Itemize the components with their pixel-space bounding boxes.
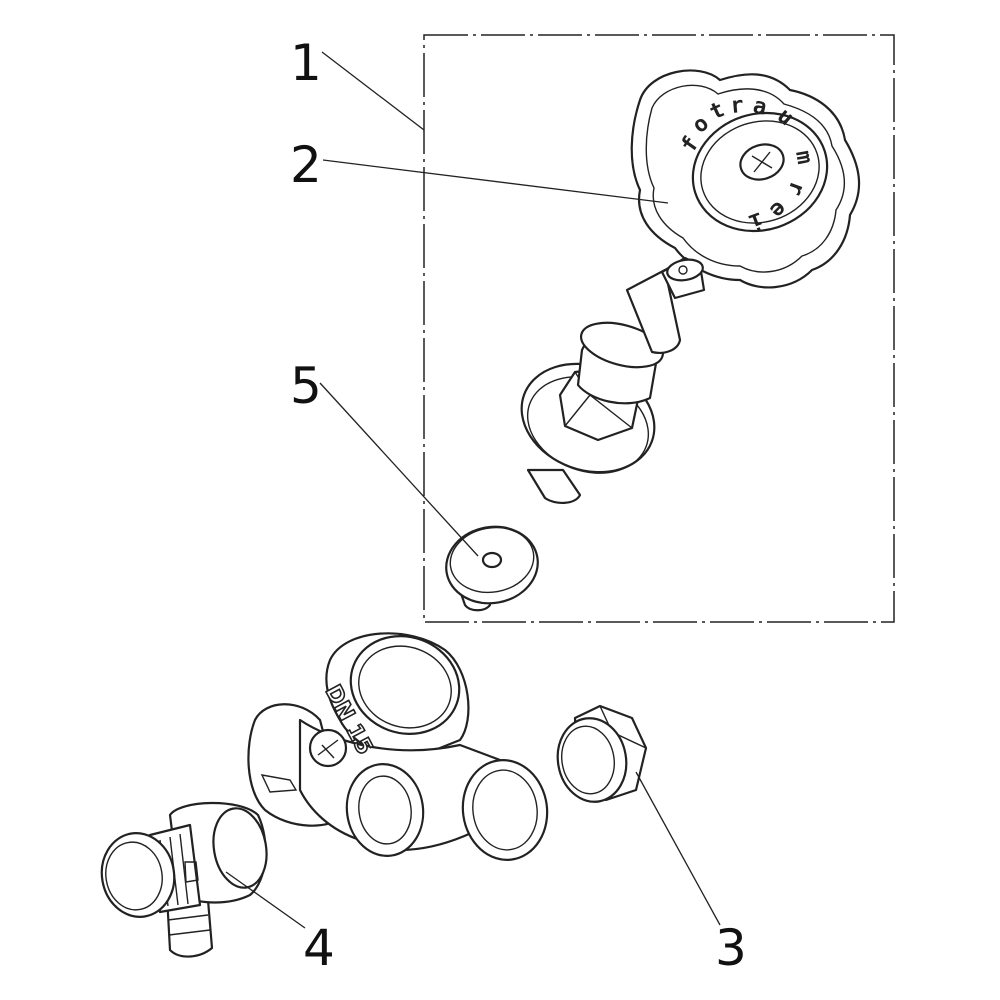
callout-2: 2	[290, 136, 322, 194]
union-nut	[556, 704, 648, 803]
emboss-letter-m: m	[790, 149, 817, 166]
drain-cock	[100, 801, 268, 958]
callout-5: 5	[290, 357, 322, 415]
emboss-letter-r: r	[729, 93, 744, 119]
callout-4: 4	[303, 919, 335, 977]
handwheel: f o t r a u m r e i	[630, 69, 861, 289]
seal-washer	[445, 525, 539, 612]
leader-line-4	[225, 871, 306, 929]
valve-body: DN 15	[247, 632, 549, 861]
leader-line-2	[322, 159, 669, 204]
callout-1: 1	[290, 34, 322, 92]
spindle-headpiece	[520, 256, 706, 504]
callout-3: 3	[715, 919, 747, 977]
leader-line-3	[635, 771, 721, 926]
assembly-frame	[423, 34, 895, 623]
emboss-letter-a: a	[751, 93, 769, 120]
leader-line-1	[321, 51, 425, 131]
leader-line-5	[319, 382, 479, 557]
